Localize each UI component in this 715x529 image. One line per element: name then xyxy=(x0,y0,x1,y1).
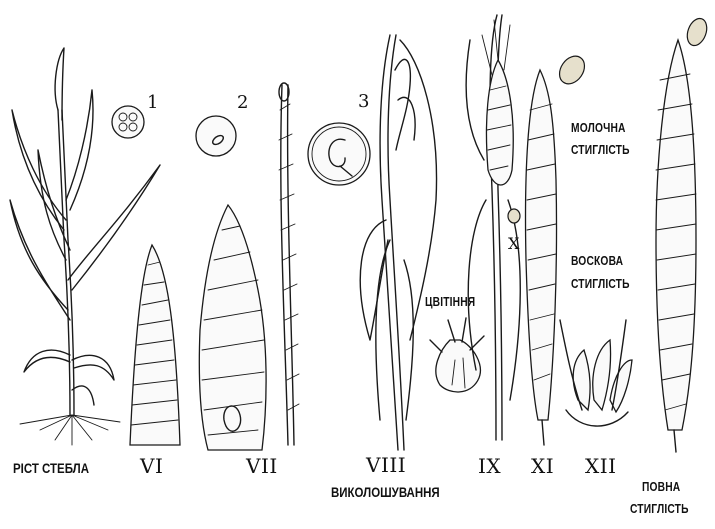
label-stage-vi: VI xyxy=(140,456,163,476)
flower-flowering xyxy=(430,318,484,392)
spike-stage-vi xyxy=(130,245,180,445)
ear-full-ripeness xyxy=(656,16,710,452)
label-stage-x: X xyxy=(508,236,520,252)
label-stage-xii: XII xyxy=(585,456,617,476)
cell-3 xyxy=(308,123,370,185)
label-milk-ripeness-1: МОЛОЧНА xyxy=(571,122,626,135)
label-stage-xi: XI xyxy=(531,456,554,476)
cell-label-1: 1 xyxy=(147,94,158,112)
cell-1 xyxy=(112,106,144,138)
label-wax-ripeness-1: ВОСКОВА xyxy=(571,255,623,268)
cell-label-2: 2 xyxy=(237,94,248,112)
label-stage-ix: IX xyxy=(478,456,501,476)
label-stage-viii: VIII xyxy=(366,455,406,475)
label-stage-vii: VII xyxy=(246,456,278,476)
label-stem-growth: РІСТ СТЕБЛА xyxy=(13,462,89,476)
spike-stage-vii xyxy=(199,205,266,450)
label-heading: ВИКОЛОШУВАННЯ xyxy=(331,486,440,500)
spike-stage-vii-slender xyxy=(279,83,299,445)
label-wax-ripeness-2: СТИГЛІСТЬ xyxy=(571,278,630,291)
label-milk-ripeness-2: СТИГЛІСТЬ xyxy=(571,144,630,157)
cell-2 xyxy=(196,116,236,156)
spikelets-stage-xii xyxy=(560,320,632,426)
label-flowering: ЦВІТІННЯ xyxy=(425,296,475,309)
label-full-ripeness-1: ПОВНА xyxy=(642,481,680,494)
plant-stage-viii xyxy=(360,35,436,450)
cell-label-3: 3 xyxy=(358,93,369,111)
label-full-ripeness-2: СТИГЛІСТЬ xyxy=(630,503,689,516)
